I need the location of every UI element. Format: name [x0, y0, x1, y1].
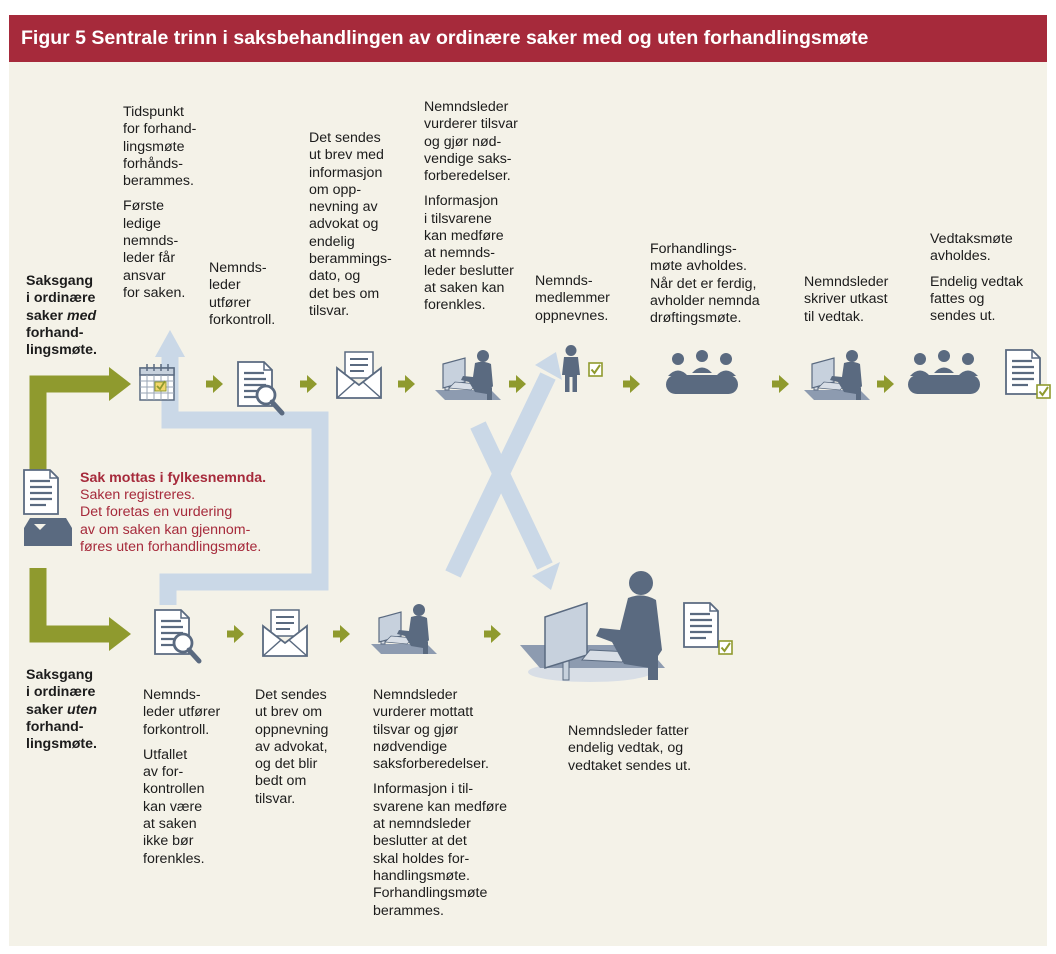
simplify-arrow: [470, 421, 553, 570]
figure-title: Figur 5 Sentrale trinn i saksbehandlinge…: [9, 15, 1047, 62]
cross-arrowheads: [155, 330, 562, 590]
lane-label-with-meeting: Saksgang i ordinære saker med forhand- l…: [26, 273, 97, 359]
top-step-2-text: Nemnds- leder utfører forkontroll.: [209, 260, 276, 328]
top-step-1-text: Tidspunkt for forhand- lingsmøte forhånd…: [123, 104, 197, 301]
intake-body: Saken registreres. Det foretas en vurder…: [80, 487, 262, 555]
envelope-icon: [336, 351, 382, 399]
return-arrow-to-calendar: [159, 355, 329, 605]
escalate-arrow: [445, 372, 556, 578]
bottom-step-2-text: Det sendes ut brev om oppnevning av advo…: [255, 687, 329, 807]
bottom-step-3-text: Nemndsleder vurderer mottatt tilsvar og …: [373, 687, 508, 919]
document-check-icon: [1004, 348, 1051, 399]
person-at-computer-icon: [434, 349, 502, 401]
calendar-icon: [139, 363, 175, 401]
envelope-icon: [262, 609, 308, 657]
lane-label-without-meeting: Saksgang i ordinære saker uten forhand- …: [26, 667, 97, 753]
bottom-step-1-text: Nemnds- leder utfører forkontroll.Utfall…: [143, 687, 221, 867]
top-step-6-text: Forhandlings- møte avholdes. Når det er …: [650, 241, 760, 327]
intake-text: Sak mottas i fylkesnemnda. Saken registr…: [80, 470, 266, 556]
branch-arrows: [29, 367, 131, 651]
top-step-5-text: Nemnds- medlemmer oppnevnes.: [535, 273, 610, 324]
inbox-tray-icon: [22, 468, 72, 546]
top-step-8-text: Vedtaksmøte avholdes.Endelig vedtak fatt…: [930, 231, 1024, 325]
diagram-panel: [9, 62, 1047, 946]
document-check-icon: [682, 601, 733, 655]
document-magnifier-icon: [155, 610, 199, 661]
top-step-7-text: Nemndsleder skriver utkast til vedtak.: [804, 274, 889, 325]
document-magnifier-icon: [238, 362, 282, 413]
bottom-step-4-text: Nemndsleder fatter endelig vedtak, og ve…: [568, 723, 692, 774]
meeting-group-icon: [908, 350, 980, 394]
person-at-computer-large-icon: [520, 571, 665, 682]
standing-person-check-icon: [562, 345, 603, 392]
top-step-4-text: Nemndsleder vurderer tilsvar og gjør nød…: [424, 99, 518, 314]
cross-arrows: [159, 355, 556, 605]
person-at-computer-icon: [370, 603, 438, 655]
top-step-3-text: Det sendes ut brev med informasjon om op…: [309, 130, 392, 319]
meeting-group-icon: [666, 350, 738, 394]
intake-heading: Sak mottas i fylkesnemnda.: [80, 470, 267, 486]
person-at-computer-icon: [803, 349, 871, 401]
